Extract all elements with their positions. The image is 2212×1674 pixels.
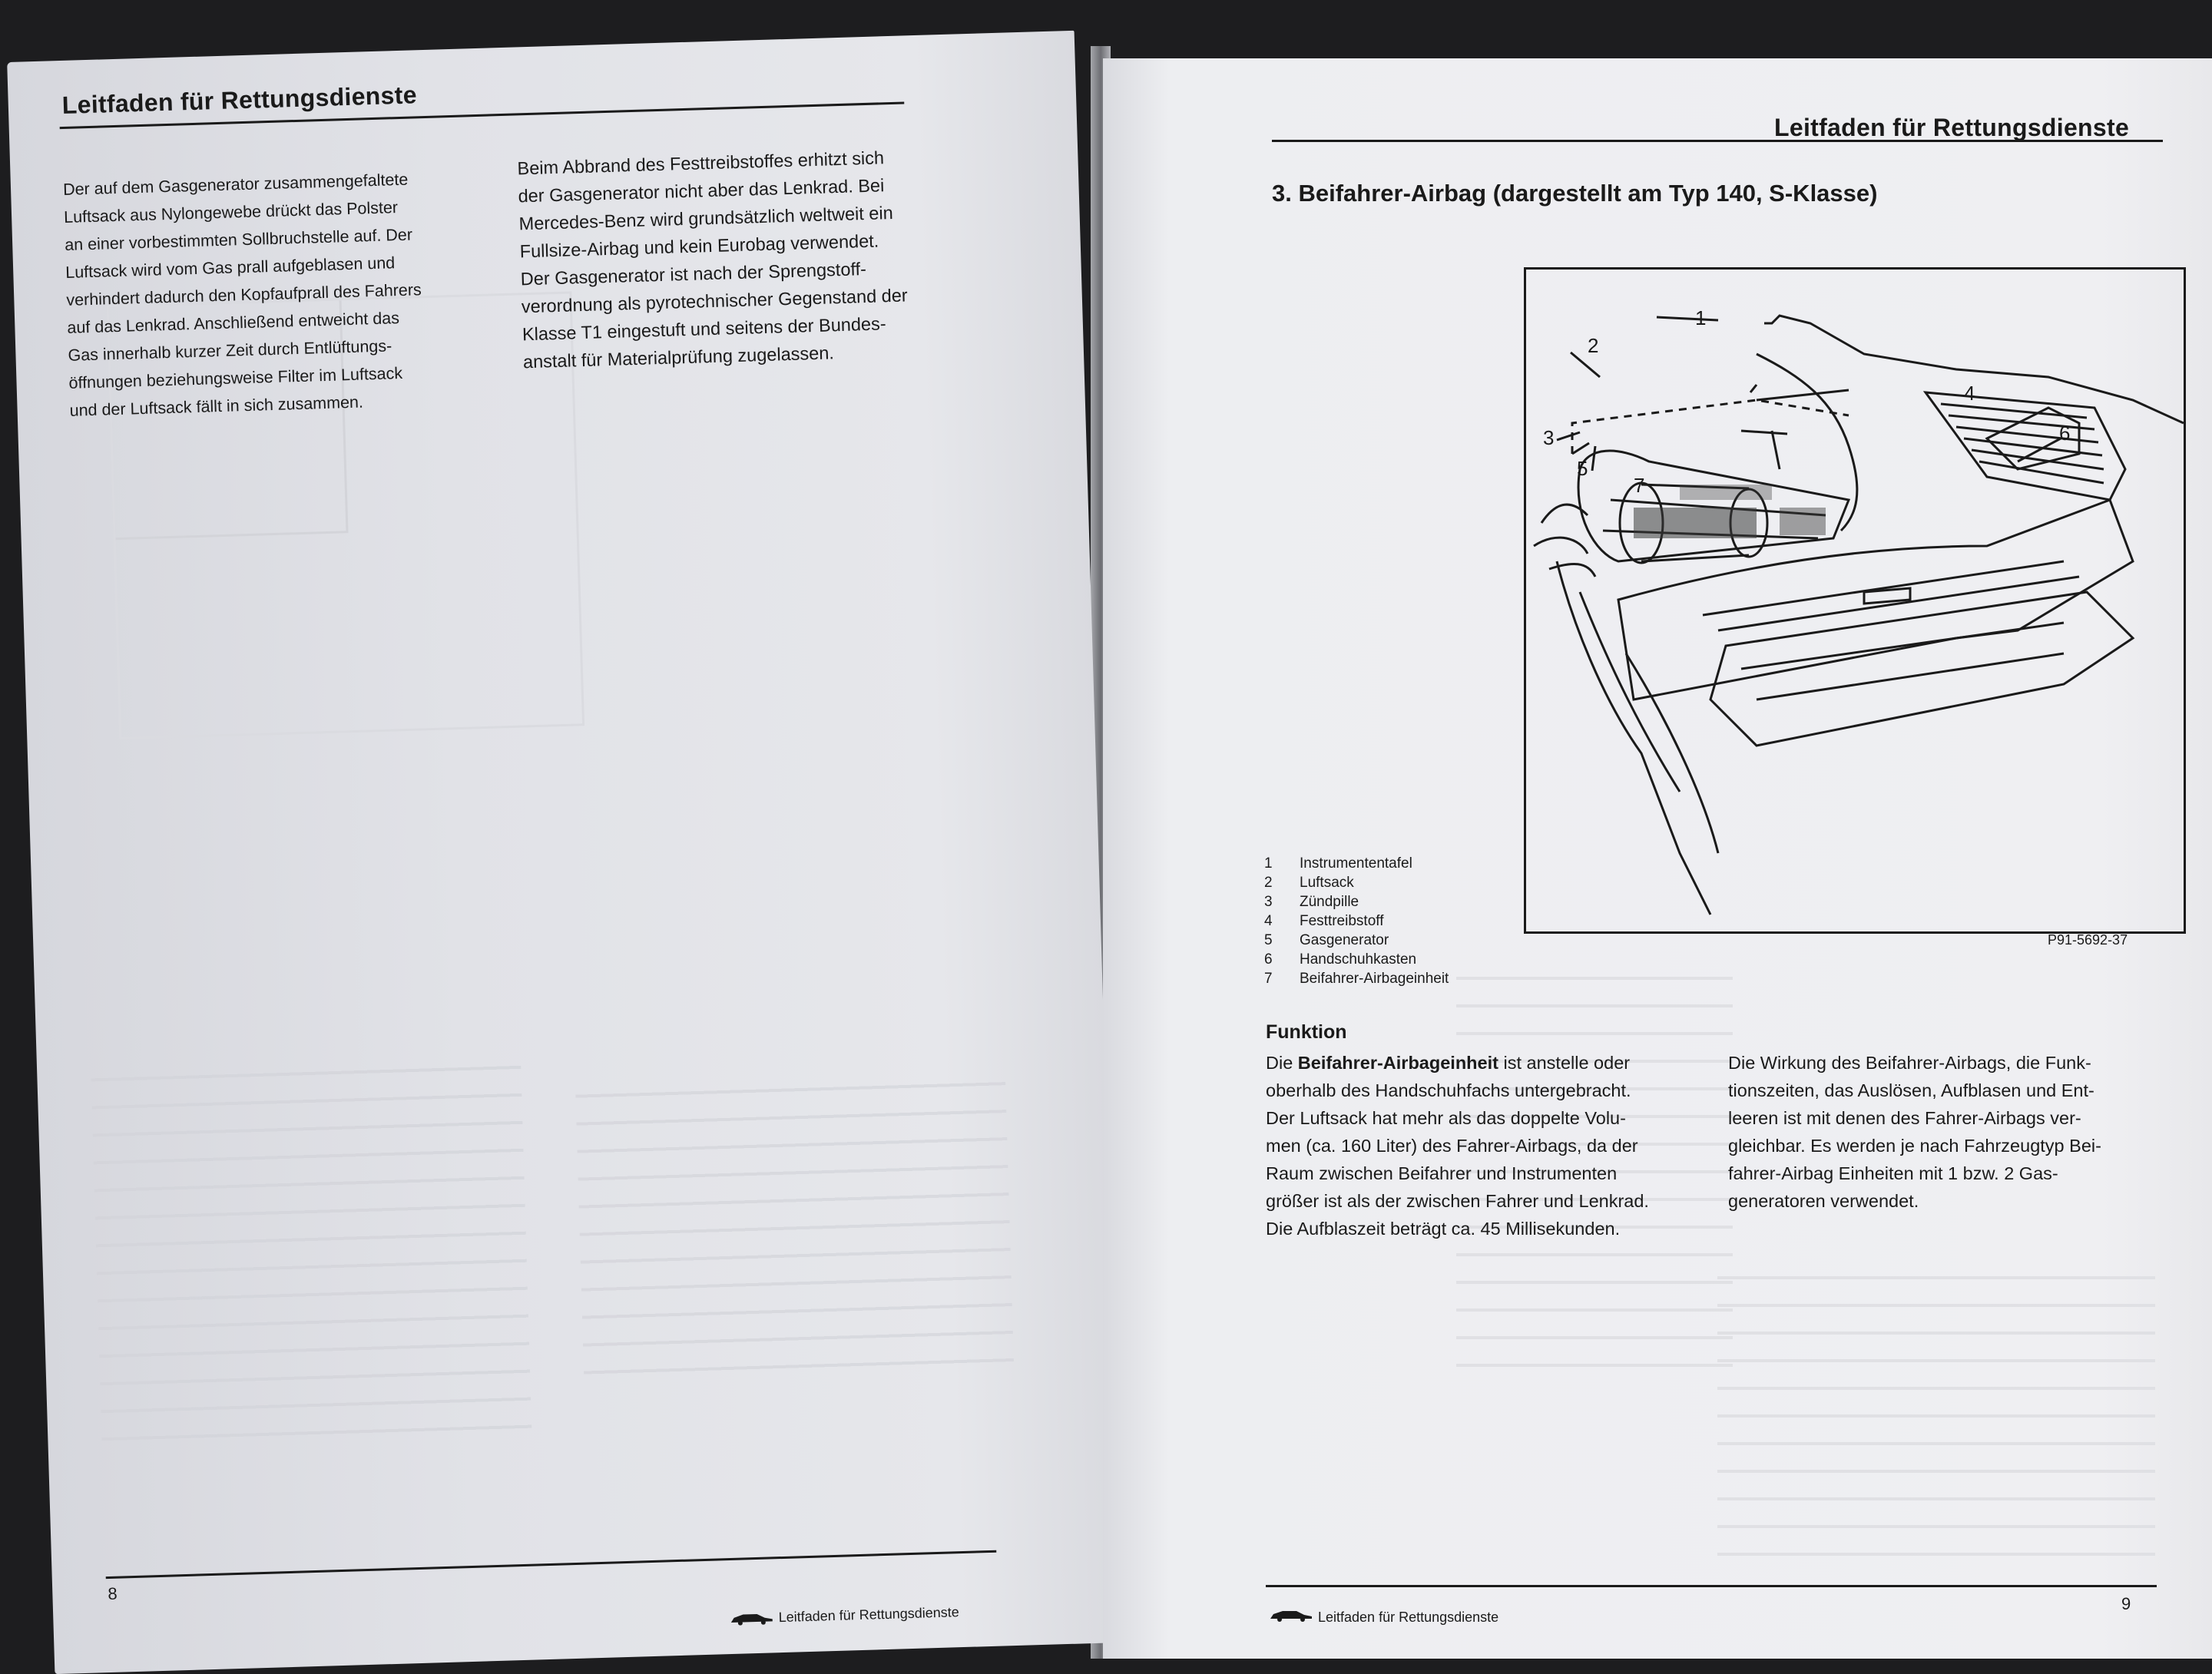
legend-item: 5 Gasgenerator: [1264, 931, 1449, 950]
legend-label: Gasgenerator: [1300, 932, 1389, 948]
text-line: Raum zwischen Beifahrer und Instrumenten: [1266, 1163, 1618, 1183]
legend-item: 3 Zündpille: [1264, 892, 1449, 911]
legend-number: 1: [1264, 855, 1273, 872]
legend-number: 2: [1264, 875, 1273, 891]
figure-callout-5: 5: [1577, 457, 1588, 480]
figure-callout-4: 4: [1964, 382, 1975, 405]
legend-item: 6 Handschuhkasten: [1264, 950, 1449, 969]
function-text-column-2: Die Wirkung des Beifahrer-Airbags, die F…: [1728, 1049, 2158, 1215]
legend-label: Zündpille: [1300, 894, 1359, 910]
text-line: fahrer-Airbag Einheiten mit 1 bzw. 2 Gas…: [1728, 1163, 2058, 1183]
text-line: tionszeiten, das Auslösen, Aufblasen und…: [1728, 1080, 2094, 1100]
legend-number: 7: [1264, 971, 1273, 987]
show-through-text-b: [1717, 1256, 2155, 1579]
legend-item: 7 Beifahrer-Airbageinheit: [1264, 969, 1449, 988]
text-run: Die: [1266, 1053, 1298, 1073]
text-line: Der Luftsack hat mehr als das doppelte V…: [1266, 1108, 1626, 1128]
page-header: Leitfaden für Rettungsdienste: [61, 81, 418, 119]
footer-text: Leitfaden für Rettungsdienste: [1318, 1609, 1499, 1625]
show-through-text-left: [90, 1045, 532, 1458]
car-icon: [730, 1614, 773, 1626]
function-heading: Funktion: [1266, 1021, 1347, 1043]
legend-number: 6: [1264, 951, 1273, 968]
figure-callout-1: 1: [1695, 306, 1706, 329]
legend-item: 4 Festtreibstoff: [1264, 911, 1449, 931]
legend-number: 5: [1264, 932, 1273, 948]
text-line: Die Beifahrer-Airbageinheit ist anstelle…: [1266, 1049, 1696, 1077]
legend-label: Instrumententafel: [1300, 855, 1412, 872]
figure-callout-6: 6: [2059, 422, 2070, 445]
text-line: generatoren verwendet.: [1728, 1191, 1919, 1211]
text-line: größer ist als der zwischen Fahrer und L…: [1266, 1191, 1649, 1211]
header-rule: [1272, 140, 2163, 142]
show-through-text-right: [575, 1062, 1015, 1398]
page-header: Leitfaden für Rettungsdienste: [1774, 114, 2130, 141]
text-line: men (ca. 160 Liter) des Fahrer-Airbags, …: [1266, 1136, 1638, 1156]
page-number: 9: [2121, 1594, 2131, 1613]
figure-callout-7: 7: [1634, 474, 1644, 497]
legend-label: Handschuhkasten: [1300, 951, 1417, 968]
page-number: 8: [108, 1583, 118, 1604]
footer-rule: [105, 1550, 997, 1580]
bold-term: Beifahrer-Airbageinheit: [1297, 1053, 1498, 1073]
left-page: Leitfaden für Rettungsdienste Der auf de…: [7, 30, 1122, 1674]
legend-item: 2 Luftsack: [1264, 873, 1449, 892]
text-line: gleichbar. Es werden je nach Fahrzeugtyp…: [1728, 1136, 2101, 1156]
figure-callout-2: 2: [1588, 334, 1598, 357]
figure-code: P91-5692-37: [2048, 932, 2128, 948]
figure-callout-3: 3: [1543, 426, 1554, 449]
legend-label: Beifahrer-Airbageinheit: [1300, 971, 1449, 987]
text-line: Die Aufblaszeit beträgt ca. 45 Milliseku…: [1266, 1219, 1621, 1239]
airbag-illustration: 1 2 3 4 5 6 7: [1533, 306, 2184, 915]
section-heading: 3. Beifahrer-Airbag (dargestellt am Typ …: [1272, 180, 1878, 207]
legend-item: 1 Instrumententafel: [1264, 854, 1449, 873]
function-text-column-1: Die Beifahrer-Airbageinheit ist anstelle…: [1266, 1049, 1696, 1242]
legend-number: 4: [1264, 913, 1273, 929]
body-text-column-1: Der auf dem Gasgenerator zusammengefalte…: [63, 164, 469, 425]
legend-label: Luftsack: [1300, 875, 1354, 891]
body-text-column-2: Beim Abbrand des Festtreibstoffes erhitz…: [517, 142, 953, 375]
show-through-text-a: [1456, 957, 1733, 1371]
footer-rule: [1266, 1585, 2157, 1587]
text-line: oberhalb des Handschuhfachs untergebrach…: [1266, 1080, 1631, 1100]
legend-number: 3: [1264, 894, 1273, 910]
figure-frame: 1 2 3 4 5 6 7: [1524, 267, 2186, 934]
text-run: ist anstelle oder: [1498, 1053, 1631, 1073]
text-line: leeren ist mit denen des Fahrer-Airbags …: [1728, 1108, 2081, 1128]
figure-legend: 1 Instrumententafel 2 Luftsack 3 Zündpille 4 Fe…: [1264, 854, 1449, 988]
right-page: Leitfaden für Rettungsdienste 3. Beifahr…: [1103, 58, 2212, 1659]
text-line: Die Wirkung des Beifahrer-Airbags, die F…: [1728, 1053, 2091, 1073]
car-icon: [1270, 1611, 1312, 1622]
footer-text: Leitfaden für Rettungsdienste: [778, 1604, 960, 1626]
legend-label: Festtreibstoff: [1300, 913, 1384, 929]
